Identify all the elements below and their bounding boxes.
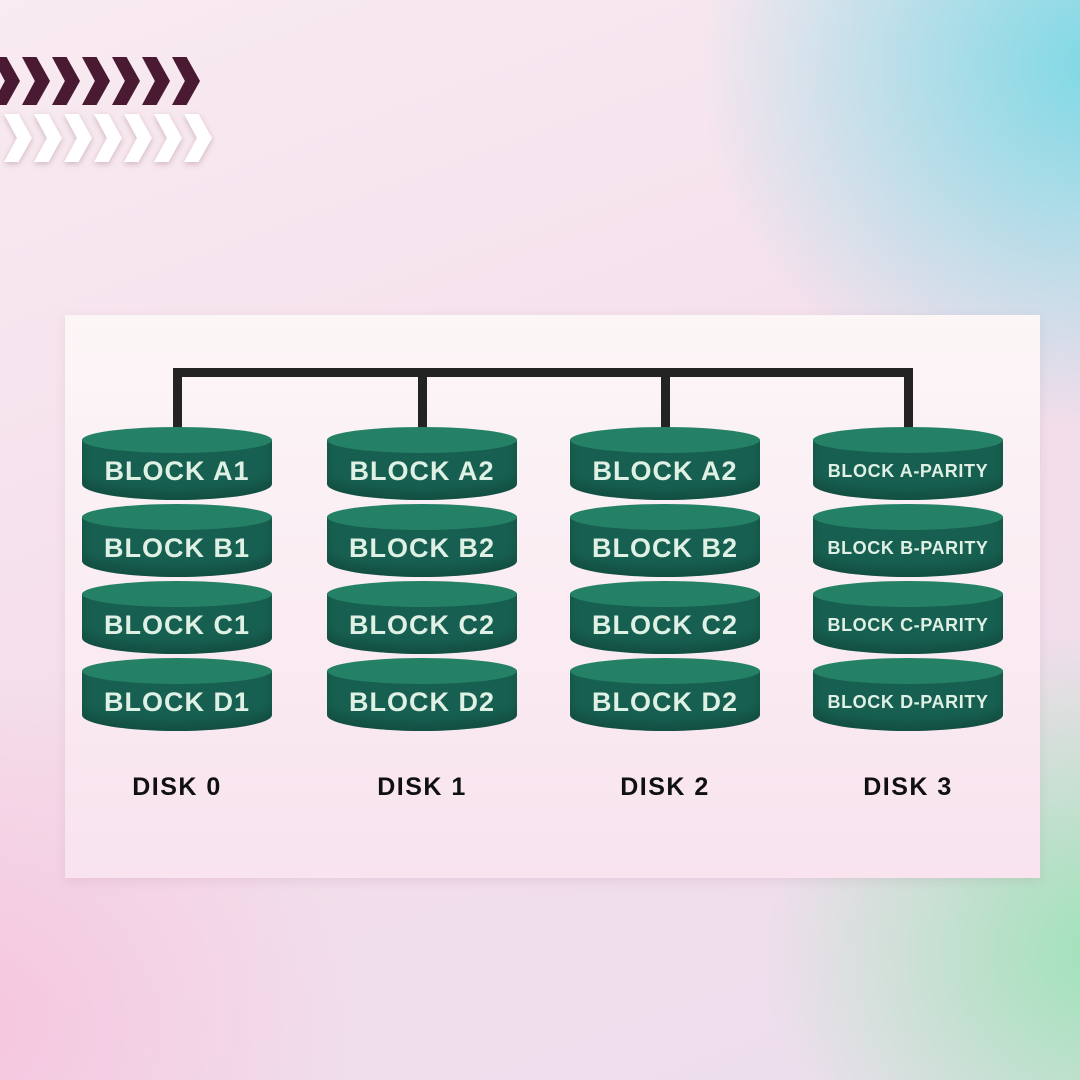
bus-connector bbox=[661, 368, 670, 440]
disk-block: BLOCK C1 bbox=[82, 581, 272, 654]
chevron-row-dark bbox=[0, 57, 212, 105]
chevron-icon bbox=[184, 114, 212, 162]
block-label: BLOCK D2 bbox=[591, 686, 738, 717]
disk-block: BLOCK B2 bbox=[570, 504, 760, 577]
bus-line bbox=[173, 368, 913, 377]
disk-block: BLOCK D-PARITY bbox=[813, 658, 1003, 731]
disk-stack-3-parity: BLOCK A-PARITY BLOCK B-PARITY BLOCK C-PA… bbox=[813, 427, 1003, 802]
chevron-icon bbox=[4, 114, 32, 162]
block-label: BLOCK C2 bbox=[591, 609, 738, 640]
chevron-icon bbox=[142, 57, 170, 105]
chevron-icon bbox=[154, 114, 182, 162]
disk-block: BLOCK A2 bbox=[327, 427, 517, 500]
block-label: BLOCK B1 bbox=[103, 532, 250, 563]
disk-block: BLOCK C2 bbox=[570, 581, 760, 654]
disk-stack-0: BLOCK A1 BLOCK B1 BLOCK C1 BLOCK D1 DISK… bbox=[82, 427, 272, 802]
chevron-decoration bbox=[0, 57, 212, 162]
disk-label: DISK 0 bbox=[132, 773, 222, 801]
disk-block: BLOCK A-PARITY bbox=[813, 427, 1003, 500]
disk-block: BLOCK A2 bbox=[570, 427, 760, 500]
disk-block: BLOCK B2 bbox=[327, 504, 517, 577]
chevron-row-light bbox=[4, 114, 212, 162]
block-label: BLOCK B2 bbox=[348, 532, 495, 563]
chevron-icon bbox=[34, 114, 62, 162]
block-label: BLOCK B2 bbox=[591, 532, 738, 563]
bus-connector bbox=[418, 368, 427, 440]
disk-block: BLOCK A1 bbox=[82, 427, 272, 500]
block-label: BLOCK D-PARITY bbox=[827, 691, 989, 712]
chevron-icon bbox=[124, 114, 152, 162]
disk-stack-2: BLOCK A2 BLOCK B2 BLOCK C2 BLOCK D2 DISK… bbox=[570, 427, 760, 802]
disk-block: BLOCK D1 bbox=[82, 658, 272, 731]
block-label: BLOCK A1 bbox=[104, 455, 250, 486]
chevron-icon bbox=[94, 114, 122, 162]
block-label: BLOCK C1 bbox=[103, 609, 250, 640]
chevron-icon bbox=[112, 57, 140, 105]
chevron-icon bbox=[52, 57, 80, 105]
block-label: BLOCK A2 bbox=[349, 455, 495, 486]
block-label: BLOCK C-PARITY bbox=[827, 614, 989, 635]
raid-diagram-panel: BLOCK A1 BLOCK B1 BLOCK C1 BLOCK D1 DISK… bbox=[65, 315, 1040, 878]
disk-block: BLOCK B-PARITY bbox=[813, 504, 1003, 577]
chevron-icon bbox=[64, 114, 92, 162]
block-label: BLOCK D1 bbox=[103, 686, 250, 717]
chevron-icon bbox=[0, 57, 20, 105]
disk-block: BLOCK B1 bbox=[82, 504, 272, 577]
disk-block: BLOCK D2 bbox=[570, 658, 760, 731]
block-label: BLOCK A2 bbox=[592, 455, 738, 486]
bus-connector bbox=[904, 368, 913, 440]
disk-label: DISK 1 bbox=[377, 773, 467, 801]
chevron-icon bbox=[172, 57, 200, 105]
disk-label: DISK 2 bbox=[620, 773, 710, 801]
block-label: BLOCK B-PARITY bbox=[827, 537, 989, 558]
chevron-icon bbox=[82, 57, 110, 105]
disk-label: DISK 3 bbox=[863, 773, 953, 801]
disk-stack-1: BLOCK A2 BLOCK B2 BLOCK C2 BLOCK D2 DISK… bbox=[327, 427, 517, 802]
block-label: BLOCK A-PARITY bbox=[827, 460, 989, 481]
disk-block: BLOCK C2 bbox=[327, 581, 517, 654]
bus-connector bbox=[173, 368, 182, 440]
disk-block: BLOCK C-PARITY bbox=[813, 581, 1003, 654]
disk-block: BLOCK D2 bbox=[327, 658, 517, 731]
block-label: BLOCK C2 bbox=[348, 609, 495, 640]
block-label: BLOCK D2 bbox=[348, 686, 495, 717]
chevron-icon bbox=[22, 57, 50, 105]
